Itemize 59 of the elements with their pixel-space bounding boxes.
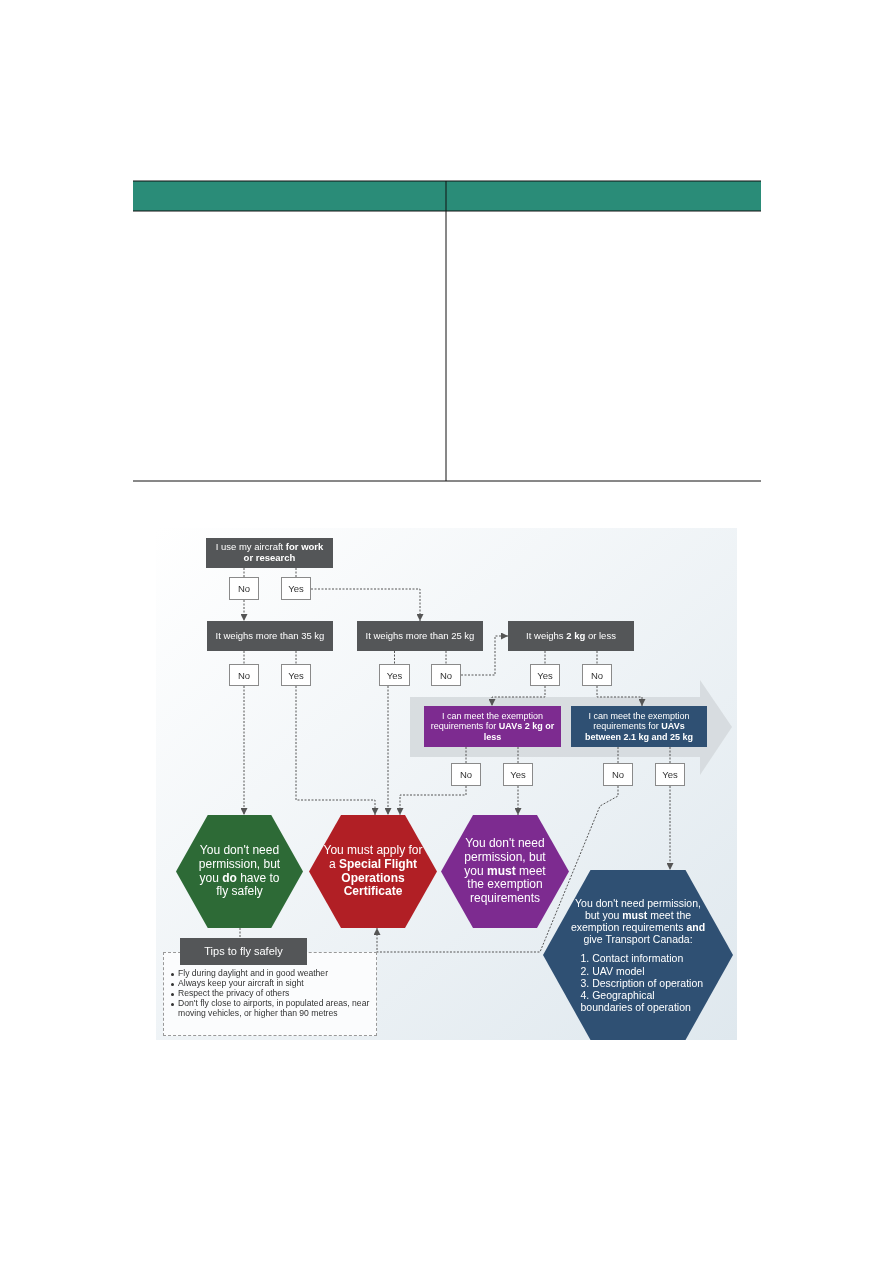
connector [666,785,674,871]
connector [596,650,598,665]
connector [384,685,392,816]
connector [239,927,241,939]
outcome-hexagon [309,815,437,928]
answer-box: Yes [655,763,685,786]
outcome-text: You don't need permission, but you must meet the exemption requirements [463,837,547,906]
answer-box: Yes [281,577,311,600]
tip-text: Respect the privacy of others [178,988,290,999]
outcome-text: You don't need permission, but you do have to fly safely [197,843,282,900]
answer-box: Yes [530,664,560,686]
connector [295,567,297,578]
connector [295,650,297,665]
answer-box: No [229,664,259,686]
question-box: It weighs more than 35 kg [207,621,333,651]
connector [295,685,379,816]
tip-text: Always keep your aircraft in sight [178,978,305,989]
connector [465,746,467,764]
question-box: Tips to fly safely [180,938,307,965]
connector [240,599,248,622]
outcome-hexagon [441,815,569,928]
answer-box: Yes [379,664,410,686]
answer-box: No [603,763,633,786]
tip-text: Don't fly close to airports, in populated areas, near moving vehicles, or higher than 90 metres [178,998,371,1019]
list-item: 3. Description of operation [579,976,705,989]
question-box: I can meet the exemption requirements for UAVs between 2.1 kg and 25 kg [571,706,707,747]
connector [669,746,671,764]
connector [243,650,245,665]
answer-box: No [451,763,481,786]
connector [394,650,395,665]
connector [517,746,519,764]
question-box: It weighs 2 kg or less [508,621,634,651]
connector [544,650,546,665]
answer-box: No [582,664,612,686]
outcome-text: You don't need permission, but you must meet the exemption requirements and give Transport Canada: [570,897,706,946]
tip-text: Fly during daylight and in good weather [178,969,329,979]
outcome-text: You must apply for a Special Flight Operations Certificate [322,843,424,900]
connector [460,632,509,676]
list-item: 2. UAV model [579,964,646,977]
connector [596,685,646,707]
connector [488,685,546,707]
list-item: 4. Geographical boundaries of operation [579,988,691,1013]
question-box: I use my aircraft for work or research [206,538,333,568]
connector [243,567,245,578]
answer-box: No [431,664,461,686]
connector [445,650,447,665]
connector [310,588,424,622]
answer-box: Yes [281,664,311,686]
list-item: 1. Contact information [579,952,685,965]
answer-box: No [229,577,259,600]
connector [396,785,467,816]
connector [514,785,522,816]
outcome-hexagon [176,815,303,928]
connector [617,746,619,764]
connector [373,785,619,953]
question-box: I can meet the exemption requirements for UAVs 2 kg or less [424,706,561,747]
answer-box: Yes [503,763,533,786]
connector [240,685,248,816]
question-box: It weighs more than 25 kg [357,621,483,651]
